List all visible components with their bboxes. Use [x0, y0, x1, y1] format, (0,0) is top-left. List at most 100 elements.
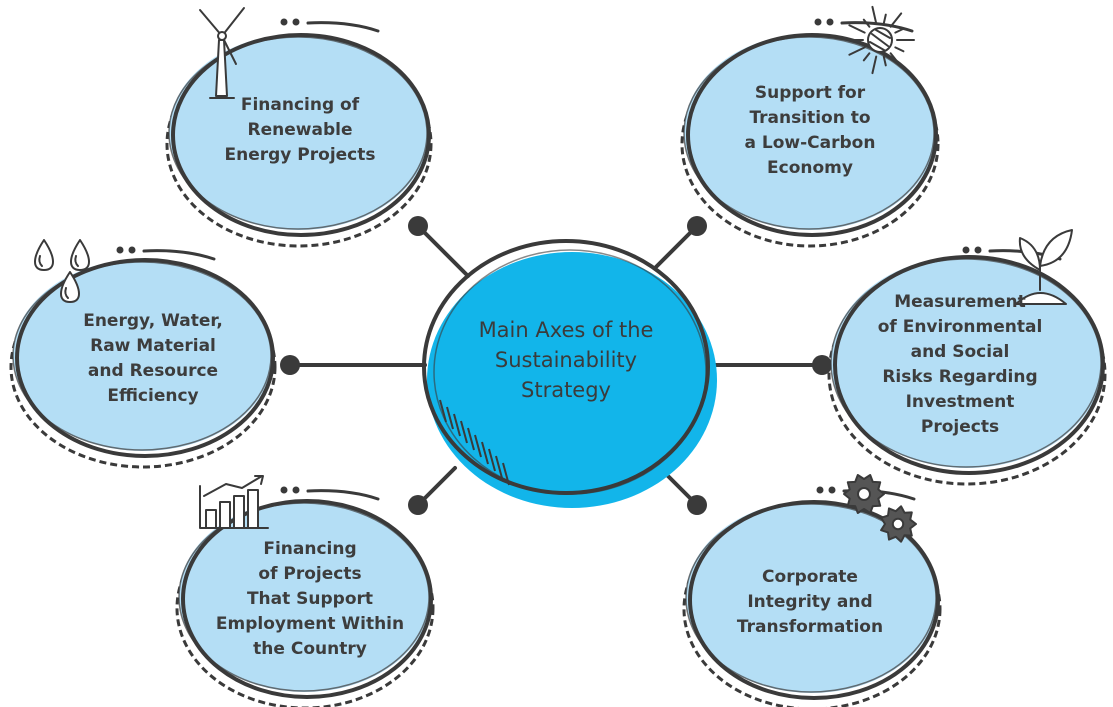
turbine-hub — [217, 31, 227, 41]
water-drops-icon — [34, 239, 90, 303]
decor-dot — [974, 246, 982, 254]
center-outline — [422, 239, 710, 495]
node-outline-inner — [168, 36, 428, 230]
center-hatch — [488, 448, 496, 472]
drop-highlight — [38, 255, 43, 267]
decor-dot — [128, 246, 136, 254]
connector-dot-risks — [812, 355, 832, 375]
sun-ray — [894, 27, 905, 34]
node-bubble — [169, 34, 429, 230]
node-shadow-ring — [9, 265, 277, 469]
sun-ray — [848, 46, 866, 56]
center-hatch — [474, 434, 482, 458]
node-label-integrity: Corporate Integrity and Transformation — [736, 567, 884, 637]
node-bubble — [684, 34, 936, 230]
node-outline-inner — [12, 261, 272, 451]
sun-ray — [871, 5, 878, 25]
sun-ray — [894, 46, 905, 53]
sprout-icon — [1015, 229, 1073, 305]
center-title: Main Axes of the Sustainability Strategy — [478, 318, 654, 402]
sprout-leaf-left — [1018, 237, 1041, 271]
chart-bar — [233, 495, 245, 529]
decor-dot — [814, 18, 822, 26]
node-label-low-carbon: Support for Transition to a Low-Carbon E… — [744, 82, 876, 178]
decor-dot — [828, 486, 836, 494]
center-bubble — [427, 252, 717, 508]
center-hatch — [460, 420, 468, 444]
connector-dot-integrity — [687, 495, 707, 515]
decor-dot — [292, 18, 300, 26]
sun-ray — [848, 24, 866, 34]
connector-dot-renewable — [408, 216, 428, 236]
sprout-leaf-right — [1039, 229, 1073, 267]
sun-icon — [848, 5, 915, 75]
sun-ray — [871, 55, 878, 75]
drop-highlight — [64, 287, 69, 299]
decor-dot — [280, 18, 288, 26]
node-outline-inner — [830, 258, 1102, 468]
gear-hole — [857, 487, 871, 501]
node-label-renewable: Financing of Renewable Energy Projects — [224, 94, 376, 165]
center-hatch — [481, 441, 489, 465]
node-outline — [688, 500, 940, 700]
node-shadow-ring — [175, 506, 435, 707]
node-employment — [175, 486, 435, 707]
node-efficiency — [9, 246, 277, 469]
center-hatch — [446, 406, 454, 430]
decor-dot — [826, 18, 834, 26]
node-outline-inner — [685, 503, 937, 693]
center-hatch — [453, 413, 461, 437]
growth-chart-icon — [199, 475, 269, 529]
sun-ray — [862, 52, 871, 62]
node-bubble — [13, 259, 273, 451]
node-bubble — [686, 501, 938, 693]
decor-dot — [116, 246, 124, 254]
connector-dot-efficiency — [280, 355, 300, 375]
chart-bar — [205, 509, 217, 529]
chart-axes — [199, 485, 269, 529]
node-label-efficiency: Energy, Water, Raw Material and Resource… — [83, 310, 223, 406]
connector-dot-low-carbon — [687, 216, 707, 236]
center-hatch — [495, 455, 503, 479]
node-outline — [686, 33, 938, 237]
turbine-blades — [199, 7, 245, 65]
center-hatch — [502, 462, 510, 486]
sun-ray — [889, 52, 903, 68]
decor-stroke — [306, 21, 380, 33]
decor-dot — [292, 486, 300, 494]
soil-mound — [1015, 292, 1067, 305]
gears-icon — [843, 474, 917, 543]
decor-stroke — [142, 249, 216, 261]
node-outline — [171, 33, 431, 237]
node-outline — [181, 499, 433, 699]
node-outline-inner — [178, 502, 430, 692]
node-low-carbon — [680, 18, 940, 248]
decor-stroke — [840, 21, 914, 33]
wind-turbine-icon — [199, 7, 245, 99]
decor-dot — [816, 486, 824, 494]
decor-dot — [962, 246, 970, 254]
chart-bar — [219, 501, 231, 529]
sun-ray — [882, 13, 887, 25]
node-label-employment: Financing of Projects That Support Emplo… — [215, 538, 405, 659]
node-bubble — [179, 500, 431, 692]
node-outline-inner — [683, 36, 935, 230]
drop-highlight — [74, 255, 79, 267]
connector-dot-employment — [408, 495, 428, 515]
chart-bar — [247, 489, 259, 529]
node-outline — [833, 255, 1105, 475]
sun-hatch — [869, 29, 891, 51]
decor-stroke — [306, 489, 380, 501]
decor-dot — [280, 486, 288, 494]
drop — [70, 239, 90, 271]
node-shadow-ring — [682, 507, 942, 707]
center-hatch — [439, 399, 447, 423]
node-outline — [15, 258, 275, 458]
center-outline-inner — [433, 249, 707, 495]
node-integrity — [682, 486, 942, 707]
sun-ray — [889, 12, 903, 28]
node-label-risks: Measurement of Environmental and Social … — [877, 292, 1043, 437]
connector-renewable — [416, 224, 470, 278]
